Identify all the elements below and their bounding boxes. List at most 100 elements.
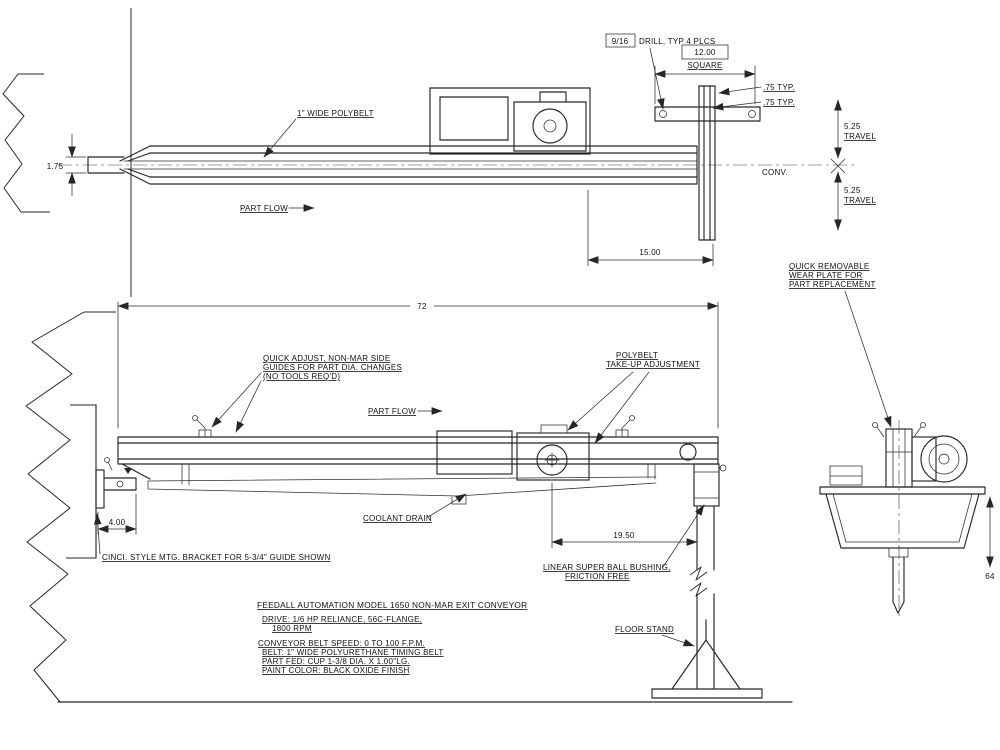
wear-plate-note-line3: PART REPLACEMENT bbox=[789, 280, 876, 289]
drive-housing-side bbox=[436, 430, 513, 475]
bracket-handle-knob bbox=[104, 457, 110, 463]
guide-note-line2: GUIDES FOR PART DIA. CHANGES bbox=[263, 363, 402, 372]
guide-adjusters bbox=[196, 419, 631, 438]
coolant-pan bbox=[147, 463, 657, 505]
drive-assembly-side bbox=[436, 424, 590, 481]
bushing-note-line2: FRICTION FREE bbox=[565, 572, 630, 581]
end-pan bbox=[825, 493, 980, 549]
dim-nose: 1.75 bbox=[47, 162, 64, 171]
top-view-annotations: 12.00 SQUARE 9/16 DRILL, TYP 4 PLCS .75 … bbox=[47, 33, 876, 267]
dim-thk-1: .75 TYP. bbox=[763, 83, 795, 92]
weld-mark bbox=[124, 468, 132, 474]
takeup-note-line1: POLYBELT bbox=[616, 351, 658, 360]
dim-15-value: 15.00 bbox=[639, 248, 661, 257]
end-pan-inner bbox=[832, 493, 973, 543]
dim-thk-2-leader bbox=[712, 101, 762, 111]
belt-note: 1" WIDE POLYBELT bbox=[297, 109, 374, 118]
floor-stand bbox=[651, 463, 763, 699]
end-left-bracket bbox=[829, 465, 863, 486]
end-knob-left bbox=[872, 422, 878, 428]
part-flow-label-plan: PART FLOW bbox=[240, 204, 288, 213]
end-motor-body bbox=[911, 436, 937, 482]
wear-plate-note-line2: WEAR PLATE FOR bbox=[789, 271, 863, 280]
dim-72-value: 72 bbox=[417, 302, 427, 311]
side-guides bbox=[192, 415, 635, 438]
motor-body-side bbox=[516, 432, 590, 481]
travel-top-value: 5.25 bbox=[844, 122, 861, 131]
takeup-note-line2: TAKE-UP ADJUSTMENT bbox=[606, 360, 700, 369]
bushing-block-lines bbox=[693, 467, 722, 499]
bracket-arms bbox=[103, 477, 137, 491]
spec-drive-line1: DRIVE: 1/6 HP RELIANCE, 56C-FLANGE, bbox=[262, 615, 422, 624]
end-motor-face-mid bbox=[928, 443, 960, 475]
drill-hole-left bbox=[659, 110, 667, 118]
idler-roller bbox=[679, 443, 697, 461]
travel-bottom-value: 5.25 bbox=[844, 186, 861, 195]
motor-end-bell bbox=[536, 444, 568, 476]
break-zigzag-top bbox=[2, 73, 50, 213]
dim-12-label: SQUARE bbox=[687, 61, 722, 70]
end-motor-face-outer bbox=[920, 435, 968, 483]
takeup-leader1 bbox=[567, 371, 634, 431]
post-break-symbol bbox=[689, 566, 708, 597]
drive-housing-plan bbox=[429, 87, 591, 155]
drill-note-leader bbox=[649, 47, 665, 110]
stand-post bbox=[696, 505, 715, 689]
motor-fan-circle bbox=[532, 108, 568, 144]
spec-drive-line2: 1800 RPM bbox=[272, 624, 312, 633]
break-zigzag-bottom bbox=[25, 311, 116, 703]
end-drain-fitting bbox=[888, 547, 909, 558]
wear-plate-note-line1: QUICK REMOVABLE bbox=[789, 262, 870, 271]
end-mount-plate bbox=[819, 486, 986, 495]
stand-gusset bbox=[671, 619, 741, 690]
wear-plate-leader bbox=[844, 290, 892, 428]
belt-note-leader bbox=[263, 118, 297, 158]
end-belt-column-lines bbox=[885, 428, 913, 488]
dim-thk-1-leader bbox=[718, 86, 762, 96]
drill-note-text: DRILL, TYP 4 PLCS bbox=[639, 37, 715, 46]
bracket-handle bbox=[107, 461, 113, 471]
end-knob-right bbox=[920, 422, 926, 428]
guide-block-right bbox=[615, 429, 629, 438]
conveyor-body-side bbox=[117, 436, 719, 465]
part-flow-label-side: PART FLOW bbox=[368, 407, 416, 416]
bracket-note-leader bbox=[93, 513, 102, 555]
bracket-plate bbox=[95, 469, 105, 509]
bushing-note-leader bbox=[662, 504, 705, 568]
travel-center-x-mark bbox=[830, 158, 846, 174]
travel-top-label: TRAVEL bbox=[844, 132, 876, 141]
drawing-title: FEEDALL AUTOMATION MODEL 1650 NON-MAR EX… bbox=[257, 600, 527, 610]
pan-lines bbox=[147, 463, 657, 505]
mount-plate-plan bbox=[654, 85, 761, 241]
ext-lines-12 bbox=[654, 65, 756, 105]
bushing-clamp-knob bbox=[719, 464, 727, 472]
nose-taper-side bbox=[121, 463, 151, 480]
guide-note-leader2 bbox=[235, 380, 262, 433]
guide-note-leader1 bbox=[211, 372, 262, 428]
bracket-note: CINCI. STYLE MTG. BRACKET FOR 5-3/4" GUI… bbox=[102, 553, 331, 562]
spec-paint: PAINT COLOR: BLACK OXIDE FINISH bbox=[262, 666, 409, 675]
end-drain-pipe bbox=[892, 556, 905, 614]
dim-400-value: 4.00 bbox=[109, 518, 126, 527]
top-view: 12.00 SQUARE 9/16 DRILL, TYP 4 PLCS .75 … bbox=[47, 33, 876, 267]
side-view-annotations: QUICK ADJUST, NON-MAR SIDE GUIDES FOR PA… bbox=[93, 351, 705, 647]
end-height-value: 64 bbox=[985, 572, 995, 581]
conveyor-rails-plan bbox=[87, 145, 698, 185]
drill-hole-right bbox=[748, 110, 756, 118]
takeup-leader2 bbox=[594, 371, 650, 444]
dim-1950-value: 19.50 bbox=[613, 531, 635, 540]
guide-note-line3: (NO TOOLS REQ'D) bbox=[263, 372, 340, 381]
end-motor-shaft bbox=[938, 453, 950, 465]
bushing-block bbox=[693, 463, 720, 507]
bracket-bolt bbox=[116, 480, 124, 488]
coolant-leader bbox=[427, 493, 467, 518]
dim-12-value: 12.00 bbox=[694, 48, 716, 57]
stand-base-plate bbox=[651, 688, 763, 699]
travel-bottom-label: TRAVEL bbox=[844, 196, 876, 205]
guide-knob-right bbox=[629, 415, 635, 421]
title-block: FEEDALL AUTOMATION MODEL 1650 NON-MAR EX… bbox=[257, 600, 527, 675]
ext-lines-72 bbox=[117, 301, 719, 429]
basic-dim-box-12 bbox=[681, 44, 729, 60]
guide-knob-left bbox=[192, 415, 198, 421]
